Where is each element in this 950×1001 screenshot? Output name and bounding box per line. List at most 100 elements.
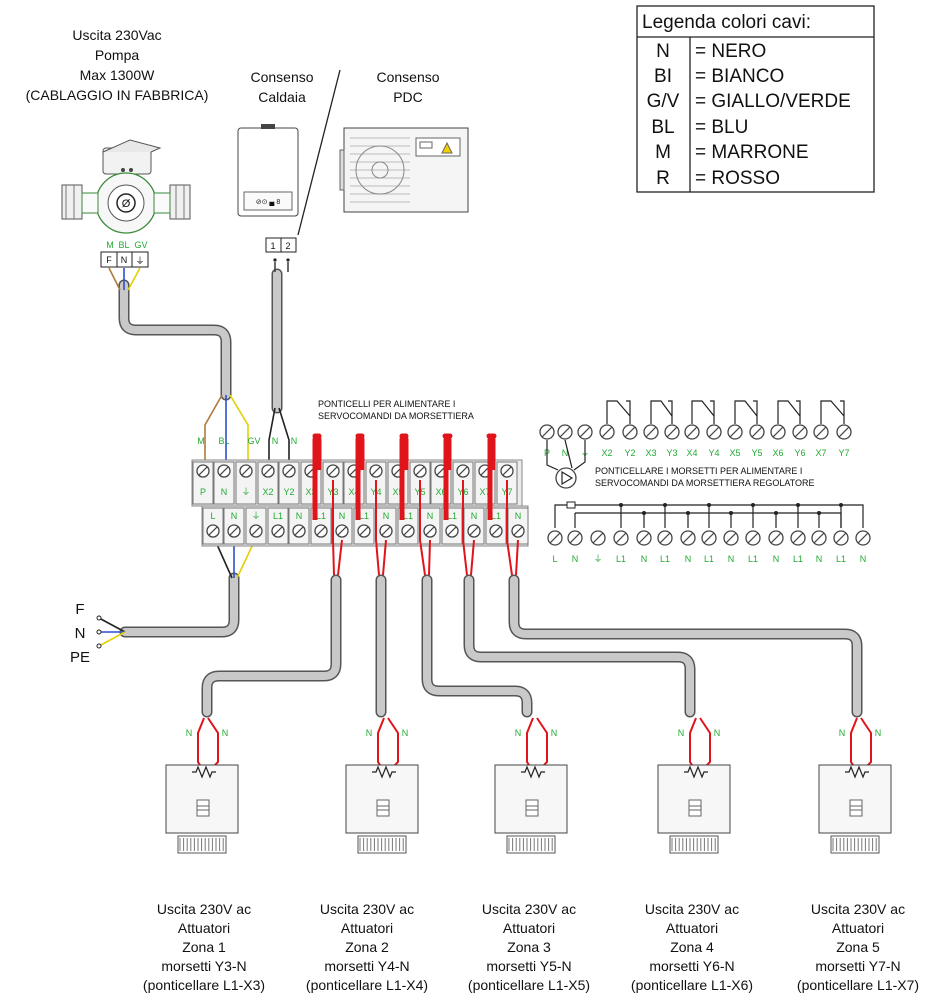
terminal-label: N bbox=[471, 511, 478, 521]
zone-label-line: Zona 1 bbox=[182, 939, 226, 955]
legend-code: G/V bbox=[647, 91, 680, 112]
actuator-wire-label: N bbox=[714, 728, 721, 738]
zone-label-line: Zona 3 bbox=[507, 939, 551, 955]
controller-screw bbox=[701, 530, 717, 546]
zone-wire-phase bbox=[462, 480, 468, 576]
actuator-wire-label: N bbox=[186, 728, 193, 738]
heatpump-label: Consenso PDC bbox=[376, 69, 439, 105]
terminal-screw bbox=[369, 464, 383, 478]
legend-title: Legenda colori cavi: bbox=[642, 12, 811, 33]
terminal-label: X2 bbox=[262, 487, 273, 497]
terminal-label: X6 bbox=[435, 487, 446, 497]
controller-note-line-1: PONTICELLARE I MORSETTI PER ALIMENTARE I bbox=[595, 466, 802, 476]
controller-bottom-label: N bbox=[728, 554, 735, 564]
zone-label-line: Zona 2 bbox=[345, 939, 389, 955]
legend-name: = BLU bbox=[695, 117, 748, 138]
terminal-screw bbox=[217, 464, 231, 478]
zone-conductors bbox=[332, 480, 519, 576]
terminal-screw bbox=[326, 464, 340, 478]
zone-label-line: Zona 5 bbox=[836, 939, 880, 955]
terminal-screw bbox=[401, 524, 415, 538]
terminal-label: P bbox=[200, 487, 206, 497]
zone-label-line: Uscita 230V ac bbox=[645, 901, 739, 917]
controller-top-label: Y3 bbox=[666, 448, 677, 458]
legend-code: BL bbox=[651, 117, 674, 138]
terminal-screw bbox=[282, 464, 296, 478]
legend-rows: N = NERO BI = BIANCO G/V = GIALLO/VERDE … bbox=[647, 41, 851, 189]
terminal-screw bbox=[500, 464, 514, 478]
zone-label-line: Uscita 230V ac bbox=[811, 901, 905, 917]
contact-terminal-1: 1 bbox=[270, 241, 275, 251]
heatpump-label-line-2: PDC bbox=[393, 89, 423, 105]
terminal-screw bbox=[489, 524, 503, 538]
jumper-wire bbox=[486, 433, 497, 520]
jumper-wire bbox=[399, 433, 409, 520]
terminal-screw bbox=[261, 464, 275, 478]
boiler-label: Consenso Caldaia bbox=[250, 69, 313, 105]
terminal-screw bbox=[357, 524, 371, 538]
terminal-screw bbox=[227, 524, 241, 538]
controller-screw bbox=[622, 424, 638, 440]
zone-wire-phase bbox=[332, 480, 335, 576]
wire-label: M bbox=[197, 436, 205, 446]
controller-screw bbox=[745, 530, 761, 546]
zone-wire-neutral bbox=[470, 539, 475, 576]
legend-code: R bbox=[656, 168, 670, 189]
controller-screw bbox=[577, 424, 593, 440]
bridge-title-line-1: PONTICELLI PER ALIMENTARE I bbox=[318, 399, 455, 409]
zone-label-line: Uscita 230V ac bbox=[157, 901, 251, 917]
controller-top-label: N bbox=[562, 448, 569, 458]
terminal-screw bbox=[292, 524, 306, 538]
pump-wire-brown-label: M bbox=[106, 240, 114, 250]
pump-icon: Ø bbox=[61, 139, 191, 234]
controller-screw bbox=[792, 424, 808, 440]
pump-label-line-3: Max 1300W bbox=[80, 67, 155, 83]
controller-top-label: X5 bbox=[729, 448, 740, 458]
mains-phase-label: F bbox=[75, 601, 84, 618]
terminal-screw bbox=[445, 524, 459, 538]
mains-terminals bbox=[96, 615, 102, 649]
zone-label-line: (ponticellare L1-X5) bbox=[468, 977, 590, 993]
terminal-label: N bbox=[515, 511, 522, 521]
pump-terminal-f: F bbox=[106, 255, 112, 265]
terminal-label: N bbox=[296, 511, 303, 521]
actuator-wire-label: N bbox=[366, 728, 373, 738]
terminal-label: L1 bbox=[447, 511, 457, 521]
terminal-label: X4 bbox=[348, 487, 359, 497]
relay-contact bbox=[650, 400, 673, 424]
controller-note-line-2: SERVOCOMANDI DA MORSETTIERA REGOLATORE bbox=[595, 478, 815, 488]
wire-label: N bbox=[291, 436, 298, 446]
pump-symbol bbox=[555, 467, 577, 489]
controller-bottom-label: N bbox=[816, 554, 823, 564]
boiler-icon: ⊘⊙ ▄ 8 bbox=[237, 124, 299, 217]
controller-bottom-label: ⏚ bbox=[593, 554, 602, 564]
controller-screw bbox=[684, 424, 700, 440]
pump-terminal-earth: ⏚ bbox=[135, 256, 144, 266]
terminal-label: ⏚ bbox=[251, 511, 260, 521]
terminal-label: L1 bbox=[316, 511, 326, 521]
controller-bottom-label: N bbox=[685, 554, 692, 564]
zone-label-line: morsetti Y6-N bbox=[649, 958, 734, 974]
controller-screw bbox=[770, 424, 786, 440]
terminal-screw bbox=[456, 464, 470, 478]
heatpump-label-line-1: Consenso bbox=[376, 69, 439, 85]
legend-name: = ROSSO bbox=[695, 168, 780, 189]
top-wire-labels: M BL GV N N bbox=[197, 436, 297, 446]
controller-top-label: Y2 bbox=[624, 448, 635, 458]
terminal-label: L1 bbox=[403, 511, 413, 521]
terminal-label: L1 bbox=[491, 511, 501, 521]
controller-screw bbox=[599, 424, 615, 440]
mains-neutral-label: N bbox=[75, 625, 86, 642]
terminal-label: X5 bbox=[392, 487, 403, 497]
legend-name: = BIANCO bbox=[695, 66, 784, 87]
zone-label-line: morsetti Y5-N bbox=[486, 958, 571, 974]
wire-label: BL bbox=[218, 436, 229, 446]
controller-screw bbox=[664, 424, 680, 440]
